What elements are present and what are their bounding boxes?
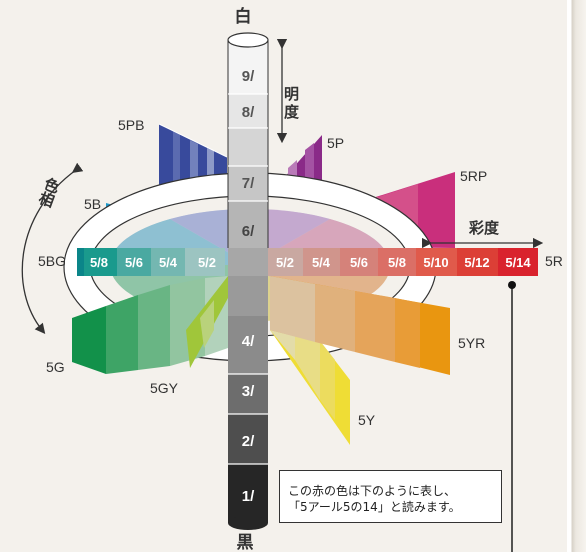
hue-label-5y: 5Y bbox=[358, 412, 376, 428]
chroma-label-5-8: 5/8 bbox=[388, 255, 406, 270]
hue-label-5p: 5P bbox=[327, 135, 344, 151]
chroma-axis-label: 彩度 bbox=[468, 219, 500, 237]
hue-label-5r: 5R bbox=[545, 253, 563, 269]
value-label-3: 3/ bbox=[242, 383, 255, 400]
value-label-6: 6/ bbox=[242, 223, 255, 240]
white-label: 白 bbox=[235, 6, 252, 27]
chroma-label-left-5-6: 5/6 bbox=[125, 255, 143, 270]
hue-label-5gy: 5GY bbox=[150, 380, 179, 396]
highlight-pointer bbox=[508, 281, 516, 552]
value-label-1: 1/ bbox=[242, 488, 255, 505]
hue-fin-5yr bbox=[270, 276, 450, 375]
callout-line-1: この赤の色は下のように表し、 bbox=[288, 484, 457, 498]
value-label-7: 7/ bbox=[242, 175, 255, 192]
hue-label-5b: 5B bbox=[84, 196, 101, 212]
hue-label-5g: 5G bbox=[46, 359, 65, 375]
value-cylinder bbox=[227, 32, 269, 530]
hue-fin-5gy bbox=[186, 276, 228, 368]
chroma-label-5-4: 5/4 bbox=[312, 255, 331, 270]
hue-label-5bg: 5BG bbox=[38, 253, 66, 269]
explanation-callout: この赤の色は下のように表し、 「5アール5の14」と読みます。 bbox=[279, 470, 502, 523]
hue-label-5rp: 5RP bbox=[460, 168, 487, 184]
chroma-label-5-12: 5/12 bbox=[464, 255, 489, 270]
value-label-4: 4/ bbox=[242, 333, 255, 350]
hue-fin-5g bbox=[72, 276, 228, 374]
hue-label-5yr: 5YR bbox=[458, 335, 485, 351]
chroma-strip-right bbox=[267, 248, 538, 276]
chroma-label-5-2: 5/2 bbox=[276, 255, 294, 270]
hue-axis-label: 色相 bbox=[35, 174, 63, 210]
value-label-8: 8/ bbox=[242, 104, 255, 121]
chroma-label-5-6: 5/6 bbox=[350, 255, 368, 270]
page-edge bbox=[567, 0, 586, 552]
black-label: 黒 bbox=[237, 533, 254, 552]
chroma-label-5-14: 5/14 bbox=[505, 255, 531, 270]
chroma-label-left-5-8: 5/8 bbox=[90, 255, 108, 270]
value-label-9: 9/ bbox=[242, 68, 255, 85]
hue-axis-arrow bbox=[21, 162, 84, 335]
hue-label-5pb: 5PB bbox=[118, 117, 144, 133]
callout-line-2: 「5アール5の14」と読みます。 bbox=[288, 500, 461, 514]
chroma-label-left-5-2: 5/2 bbox=[198, 255, 216, 270]
chroma-label-5-10: 5/10 bbox=[423, 255, 448, 270]
value-axis-label: 明度 bbox=[282, 86, 300, 122]
chroma-label-left-5-4: 5/4 bbox=[159, 255, 178, 270]
value-label-2: 2/ bbox=[242, 433, 255, 450]
